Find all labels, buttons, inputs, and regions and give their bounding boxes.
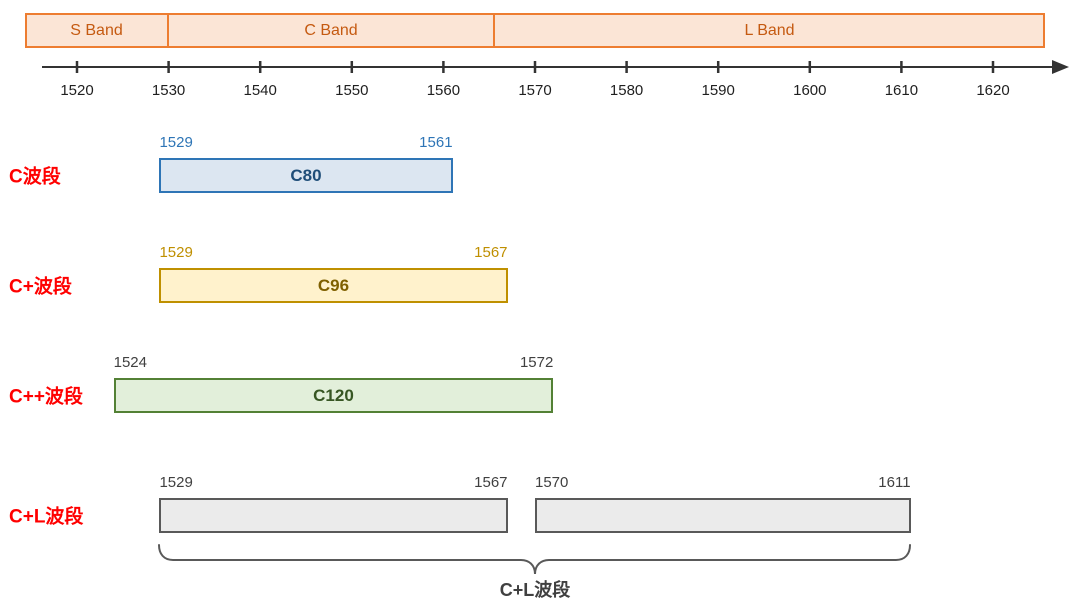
range-bar-c120: C120 — [113, 378, 554, 413]
axis-tick-label: 1620 — [976, 82, 1009, 99]
bar-start-wavelength: 1524 — [113, 354, 147, 371]
range-bar — [159, 498, 508, 533]
range-bar — [535, 498, 911, 533]
optical-band-bar: S Band C Band L Band — [25, 13, 1045, 48]
axis-tick-label: 1600 — [793, 82, 826, 99]
row-label: C波段 — [9, 166, 61, 188]
axis-tick-label: 1550 — [335, 82, 368, 99]
bar-name-label: C80 — [290, 165, 322, 185]
range-bar-c96: C96 — [159, 268, 508, 303]
axis-tick-label: 1520 — [60, 82, 93, 99]
wavelength-axis: 1520 1530 1540 1550 1560 1570 1580 1590 1600 1610… — [42, 60, 1069, 99]
axis-tick-label: 1530 — [152, 82, 185, 99]
cl-brace — [158, 544, 911, 575]
row-label: C+L波段 — [9, 506, 84, 528]
row-label: C++波段 — [9, 386, 83, 408]
bar-end-wavelength: 1567 — [474, 474, 508, 491]
band-divider — [167, 15, 169, 46]
axis-tick-label: 1570 — [518, 82, 551, 99]
axis-tick-label: 1610 — [885, 82, 918, 99]
bar-name-label: C96 — [317, 275, 350, 295]
brace-path — [158, 544, 911, 575]
band-segment-label: S Band — [70, 21, 123, 39]
bar-name-label: C120 — [313, 385, 354, 405]
cl-brace-caption: C+L波段 — [499, 580, 571, 600]
bar-end-wavelength: 1572 — [519, 354, 554, 371]
axis-tick-label: 1590 — [702, 82, 735, 99]
axis-tick-label: 1580 — [610, 82, 643, 99]
bar-start-wavelength: 1570 — [535, 474, 569, 491]
bar-end-wavelength: 1567 — [474, 244, 508, 261]
band-segment-label: L Band — [744, 21, 795, 39]
bar-end-wavelength: 1561 — [419, 134, 453, 151]
bar-start-wavelength: 1529 — [159, 134, 193, 151]
bar-end-wavelength: 1611 — [878, 474, 911, 491]
bar-start-wavelength: 1529 — [159, 244, 193, 261]
band-segment-label: C Band — [304, 21, 358, 39]
row-label: C+波段 — [9, 276, 72, 298]
axis-tick-label: 1560 — [427, 82, 460, 99]
axis-arrowhead-icon — [1052, 60, 1069, 74]
band-divider — [493, 15, 495, 46]
range-bar-c80: C80 — [159, 158, 453, 193]
bar-start-wavelength: 1529 — [159, 474, 193, 491]
axis-tick-label: 1540 — [244, 82, 277, 99]
